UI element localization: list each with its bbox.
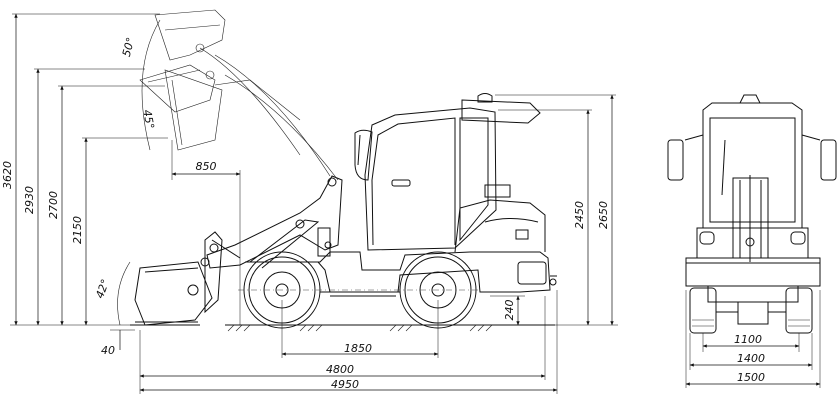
- dim-reach: [171, 140, 241, 325]
- bucket-raised: [139, 9, 339, 181]
- cab: [354, 93, 541, 251]
- loader-arm: [204, 175, 343, 314]
- chassis: [245, 251, 557, 297]
- label-angle-mid: 45°: [140, 109, 156, 130]
- dim-horizontal-side: [139, 290, 558, 394]
- label-height-2930: 2930: [23, 186, 36, 214]
- front-view: 1100 1400 1500: [667, 94, 837, 388]
- label-angle-top: 50°: [120, 36, 138, 58]
- label-width-total: 1500: [737, 371, 765, 384]
- label-wheelbase: 1850: [344, 342, 372, 355]
- dim-bucket-depth: [110, 329, 135, 350]
- label-overall-height: 2650: [597, 201, 610, 229]
- dim-vertical-right: [495, 94, 618, 326]
- label-clearance: 240: [503, 300, 516, 321]
- label-length-frame: 4800: [326, 363, 354, 376]
- dim-clearance: [490, 295, 525, 326]
- bucket-ground: [130, 257, 213, 326]
- label-height-max: 3620: [1, 161, 14, 189]
- angle-arcs: [117, 19, 161, 326]
- label-track-inner: 1100: [734, 333, 762, 346]
- label-length-total: 4950: [331, 378, 359, 391]
- label-reach: 850: [196, 160, 217, 173]
- ground-line: [225, 324, 555, 332]
- label-bucket-depth: 40: [101, 344, 115, 357]
- label-height-2700: 2700: [47, 191, 60, 219]
- label-cab-height: 2450: [573, 201, 586, 229]
- dim-vertical-left: [10, 13, 168, 326]
- label-height-2150: 2150: [71, 216, 84, 244]
- side-view: 3620 2930 2700 2150 850 50° 45° 42° 40 1…: [1, 9, 618, 394]
- label-angle-bucket: 42°: [93, 277, 112, 300]
- label-track-mid: 1400: [737, 352, 765, 365]
- rear-body: [454, 184, 546, 253]
